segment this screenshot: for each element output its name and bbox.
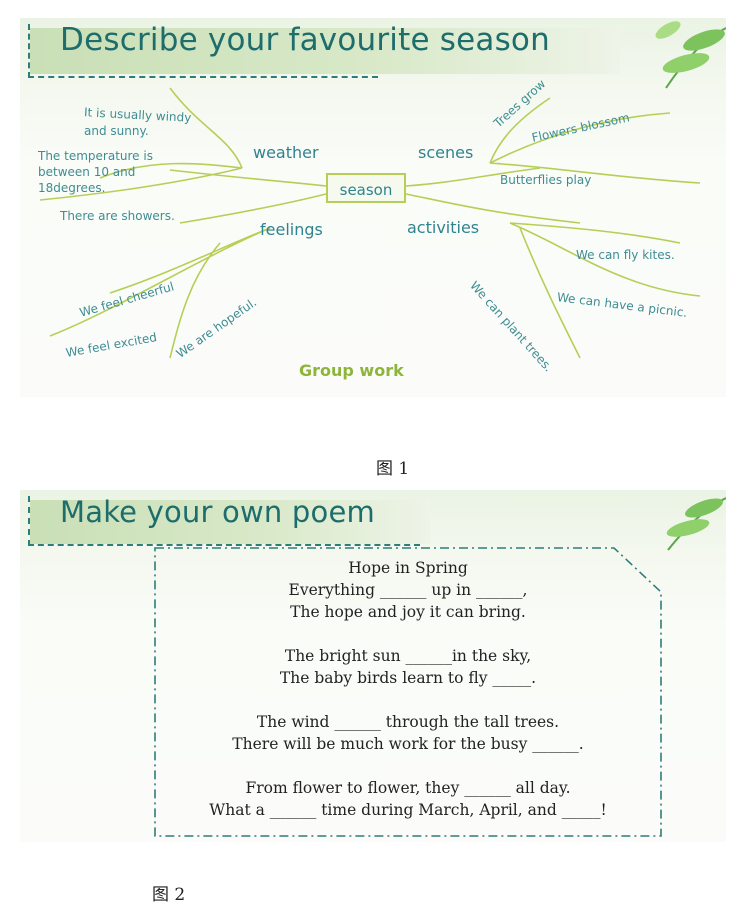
poem-line: The hope and joy it can bring. [290, 603, 526, 621]
weather-item: 18degrees. [38, 181, 106, 195]
slide-title: Make your own poem [60, 495, 375, 529]
figure-caption-2: 图 2 [152, 885, 186, 905]
poem-line: There will be much work for the busy ___… [232, 735, 584, 753]
banner-dashed-frame [28, 24, 378, 78]
title-banner [30, 28, 620, 74]
scenes-item: Butterflies play [500, 173, 592, 187]
poem-line: Everything ______ up in ______, [288, 581, 528, 599]
poem-line: The bright sun ______in the sky, [284, 647, 532, 665]
poem-line: From flower to flower, they ______ all d… [245, 779, 571, 797]
poem-text: Hope in Spring Everything ______ up in _… [154, 557, 662, 821]
poem-line: The baby birds learn to fly _____. [279, 669, 537, 687]
leaves-icon [666, 497, 726, 551]
poem-line: What a ______ time during March, April, … [209, 801, 607, 819]
category-scenes: scenes [418, 143, 474, 162]
poem-slide: Make your own poem Hope in Spring Everyt… [20, 490, 726, 842]
group-work-label: Group work [299, 361, 404, 380]
leaves-icon [655, 21, 726, 89]
slide-title: Describe your favourite season [60, 22, 550, 58]
mind-map-branches [39, 87, 701, 359]
poem-dashed-frame [154, 547, 662, 837]
center-node-season: season [326, 173, 406, 203]
title-banner [30, 500, 430, 544]
weather-item: The temperature is [38, 149, 153, 163]
mind-map-slide: Describe your favourite season [20, 18, 726, 397]
category-feelings: feelings [260, 220, 323, 239]
banner-dashed-frame [28, 496, 420, 546]
activities-item: We can fly kites. [576, 248, 675, 262]
weather-item: There are showers. [60, 209, 175, 223]
figure-caption-1: 图 1 [376, 459, 410, 479]
category-activities: activities [407, 218, 480, 237]
poem-line: The wind ______ through the tall trees. [256, 713, 560, 731]
weather-item: between 10 and [38, 165, 136, 179]
poem-title: Hope in Spring [348, 559, 468, 577]
category-weather: weather [253, 143, 319, 162]
weather-item: and sunny. [84, 124, 149, 138]
